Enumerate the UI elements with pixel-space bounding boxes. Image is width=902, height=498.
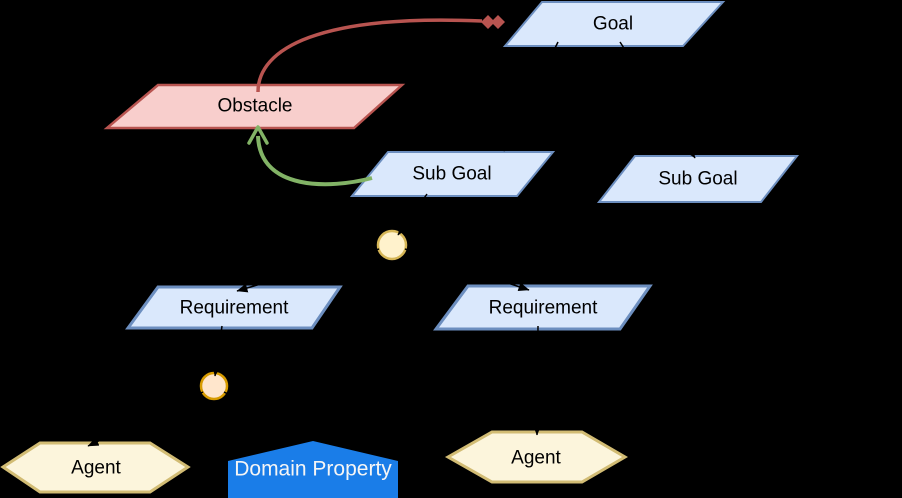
node-sub-goal-right[interactable] [596,155,800,203]
resolution-arrowhead [247,125,269,145]
node-requirement-left-label: Requirement [180,298,289,319]
node-goal-label: Goal [593,14,633,35]
edge-goal-subgoal-right[interactable] [619,41,696,159]
edge-obstruction[interactable] [256,18,483,93]
node-sub-goal-mid-label: Sub Goal [412,164,491,185]
node-requirement-left[interactable] [125,285,343,330]
edge-goal-subgoal-mid[interactable] [503,41,559,152]
edge-resolution[interactable] [256,135,373,187]
refinement-node-lower[interactable] [199,371,229,401]
node-domain-property[interactable] [228,441,398,498]
obstruction-diamond-head-1 [481,15,495,29]
node-domain-property-label: Domain Property [234,458,392,481]
edge-refinement-lower-domain-property[interactable] [223,391,314,439]
edge-refinement-upper-requirement-right[interactable] [404,248,530,291]
edge-refinement-lower-agent-left[interactable] [87,391,204,447]
node-obstacle[interactable] [103,83,406,130]
node-goal[interactable] [502,0,726,47]
edge-requirement-left-refinement-lower[interactable] [211,325,223,377]
edge-subgoal-refinement-upper[interactable] [397,193,428,236]
node-obstacle-label: Obstacle [218,96,293,117]
edge-refinement-upper-requirement-left[interactable] [236,248,380,293]
obstruction-diamond-head-2 [491,15,505,29]
node-agent-right-label: Agent [511,448,561,469]
node-agent-right[interactable] [444,430,628,484]
edge-requirement-right-agent-right[interactable] [532,325,542,436]
node-requirement-right-label: Requirement [489,298,598,319]
refinement-node-upper[interactable] [376,229,408,261]
node-agent-left[interactable] [0,441,191,494]
node-agent-left-label: Agent [71,458,121,479]
node-requirement-right[interactable] [433,284,653,331]
node-sub-goal-right-label: Sub Goal [658,169,737,190]
